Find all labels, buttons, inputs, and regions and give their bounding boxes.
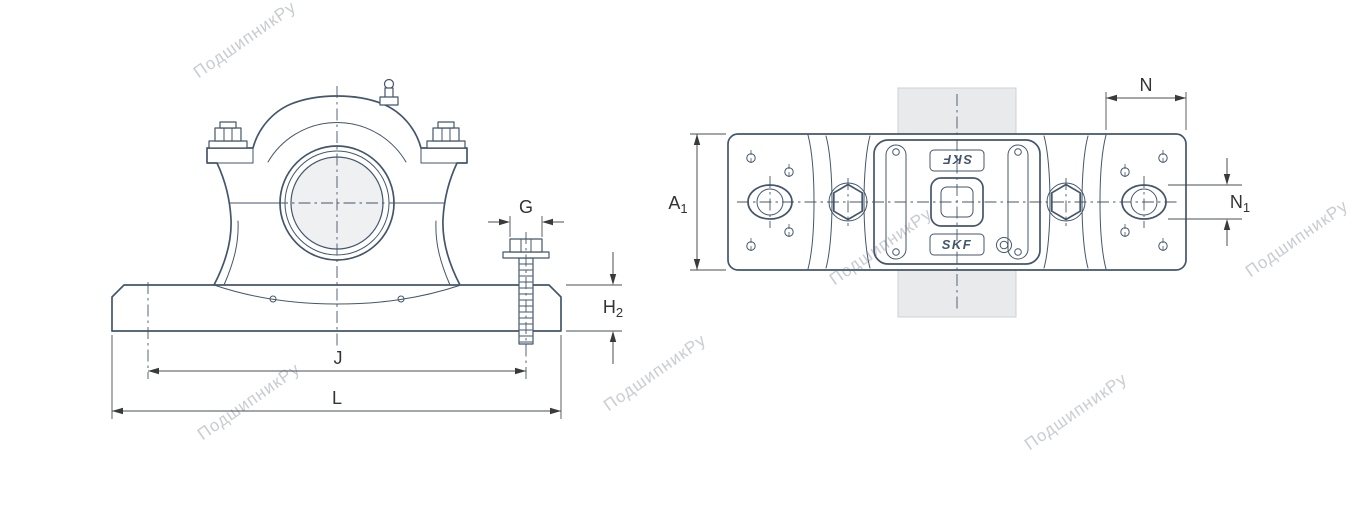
watermark-text: ПодшипникРу [600,330,710,415]
dim-label-g: G [519,197,533,217]
dimension-h2: H2 [566,252,623,364]
dim-label-n1: N1 [1230,192,1250,215]
dim-label-a1: A1 [668,193,687,216]
dimension-n1: N1 [1168,158,1250,246]
front-centerlines [147,86,527,379]
dim-label-n: N [1140,75,1153,95]
dim-label-j: J [334,348,343,368]
top-centerlines [737,94,1177,310]
dim-label-l: L [332,388,342,408]
dim-label-h2: H2 [603,297,623,320]
foot-holes [746,150,1168,254]
dimension-n: N [1105,75,1187,130]
dimension-g: G [488,197,564,237]
housing-base [111,284,562,332]
watermark-text: ПодшипникРу [190,0,300,82]
cap-inner-arc [267,122,407,163]
top-view: SKF SKF A1 [668,75,1250,318]
grease-nipple-top-icon [996,237,1012,253]
base-bolt-mark-right [397,295,405,303]
watermark-text: ПодшипникРу [1242,196,1348,281]
base-bolt-mark-left [269,295,277,303]
grease-fitting-icon [379,78,399,106]
dimension-j: J [148,348,526,375]
skf-logo-top-rotated: SKF [942,152,973,167]
watermark-text: ПодшипникРу [194,359,304,444]
front-view: G H2 J L [111,78,623,419]
cap-bolt-left [208,121,248,149]
dimension-a1: A1 [668,133,726,271]
dimension-l: L [111,335,562,419]
cap-bolt-right [426,121,466,149]
skf-logo-bottom: SKF [942,237,973,252]
watermark-text: ПодшипникРу [1021,369,1131,454]
